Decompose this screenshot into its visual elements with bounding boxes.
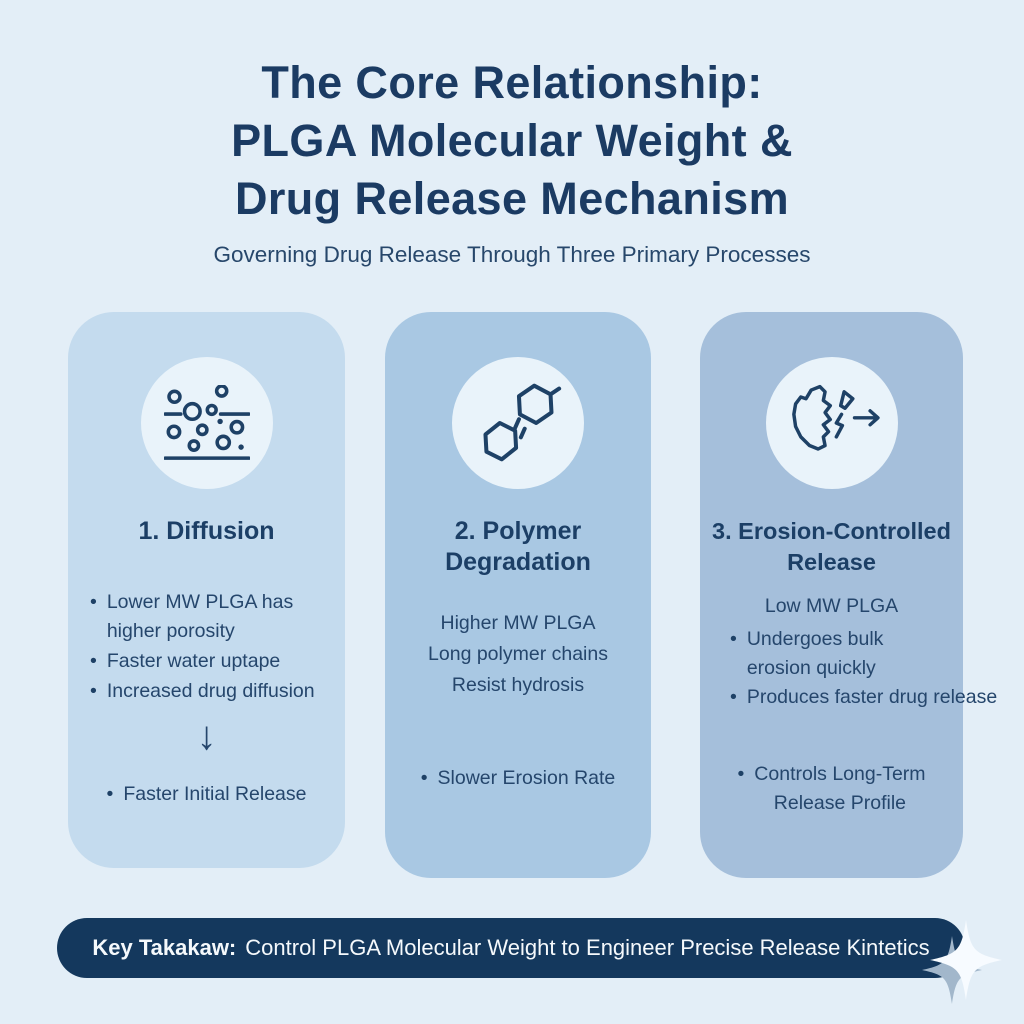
card-diffusion: 1. Diffusion • Lower MW PLGA has higher …: [68, 312, 345, 868]
icon-circle: [765, 357, 898, 489]
list-item: • Lower MW PLGA has higher porosity: [90, 588, 343, 646]
bullet-dot: •: [730, 628, 737, 650]
page-title: The Core Relationship: PLGA Molecular We…: [231, 57, 793, 224]
result-text: Controls Long-Term Release Profile: [754, 763, 926, 814]
result-item: • Faster Initial Release: [68, 780, 345, 809]
list-item: • Increased drug diffusion: [90, 677, 343, 706]
icon-circle: [452, 357, 584, 489]
result-text: Slower Erosion Rate: [437, 767, 616, 789]
down-arrow-icon: ↓: [196, 714, 217, 758]
bullet-dot: •: [737, 763, 745, 785]
list-item: • Faster water uptape: [90, 647, 343, 676]
banner-text: Control PLGA Molecular Weight to Enginee…: [245, 935, 930, 960]
bullet-dot: •: [106, 783, 114, 805]
bullet-list: • Lower MW PLGA has higher porosity • Fa…: [90, 588, 343, 707]
sparkle-icon: [922, 920, 1002, 1004]
page-subtitle: Governing Drug Release Through Three Pri…: [213, 242, 811, 267]
list-item: • Undergoes bulk erosion quickly: [730, 625, 975, 683]
bullet-dot: •: [420, 767, 428, 789]
text-line: Long polymer chains: [428, 643, 608, 665]
text-line: Resist hydrosis: [451, 674, 585, 696]
broken-polymer-chain-icon: [483, 383, 562, 462]
bullet-text: Undergoes bulk erosion quickly: [746, 628, 884, 679]
bullet-text: Increased drug diffusion: [106, 680, 315, 702]
diffusion-particles-icon: [163, 385, 250, 460]
bullet-list: • Undergoes bulk erosion quickly • Produ…: [730, 625, 997, 712]
bullet-dot: •: [90, 680, 97, 702]
bullet-dot: •: [90, 650, 97, 672]
header: The Core Relationship: PLGA Molecular We…: [0, 54, 1024, 268]
text-line: Higher MW PLGA: [440, 612, 596, 634]
list-item: • Produces faster drug release: [730, 683, 997, 712]
text-lines: Higher MW PLGA Long polymer chains Resis…: [385, 608, 651, 701]
bullet-dot: •: [90, 591, 97, 613]
banner-label: Key Takakaw:: [92, 935, 237, 960]
bullet-dot: •: [730, 686, 737, 708]
result-text: Faster Initial Release: [123, 783, 307, 805]
bullet-text: Produces faster drug release: [746, 686, 998, 708]
eroding-particle-icon: [791, 384, 880, 451]
card-polymer-degradation: 2. Polymer Degradation Higher MW PLGA Lo…: [385, 312, 651, 878]
result-item: • Controls Long-Term Release Profile: [700, 760, 963, 818]
bullet-text: Lower MW PLGA has higher porosity: [106, 591, 294, 642]
icon-circle: [140, 357, 273, 489]
result-item: • Slower Erosion Rate: [385, 764, 651, 793]
card-heading: 3. Erosion-Controlled Release: [712, 518, 951, 575]
card-erosion-controlled-release: 3. Erosion-Controlled Release Low MW PLG…: [700, 312, 997, 878]
card-heading: 2. Polymer Degradation: [445, 517, 591, 576]
card-heading: 1. Diffusion: [138, 517, 275, 545]
intro-line: Low MW PLGA: [764, 595, 899, 617]
bullet-text: Faster water uptape: [106, 650, 281, 672]
key-takeaway-banner: Key Takakaw: Control PLGA Molecular Weig…: [57, 918, 965, 978]
